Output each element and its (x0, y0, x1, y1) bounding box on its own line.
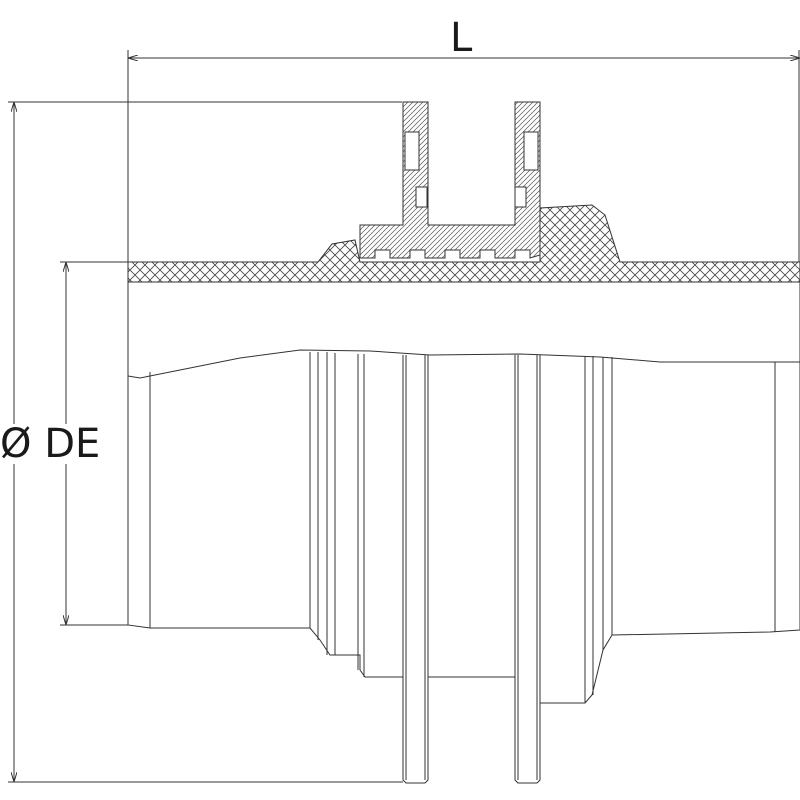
pipe-wall-section (127, 204, 800, 283)
terminal-slot (404, 131, 420, 171)
terminal-slot (523, 131, 539, 171)
diameter-label: Ø DE (0, 421, 101, 467)
saddle-section (359, 101, 541, 259)
length-label: L (450, 15, 473, 61)
terminal-pin (514, 355, 541, 784)
terminal-slot (415, 186, 428, 208)
body-outline (127, 282, 800, 704)
terminal-pin (402, 355, 429, 784)
terminal-slot (514, 186, 527, 208)
